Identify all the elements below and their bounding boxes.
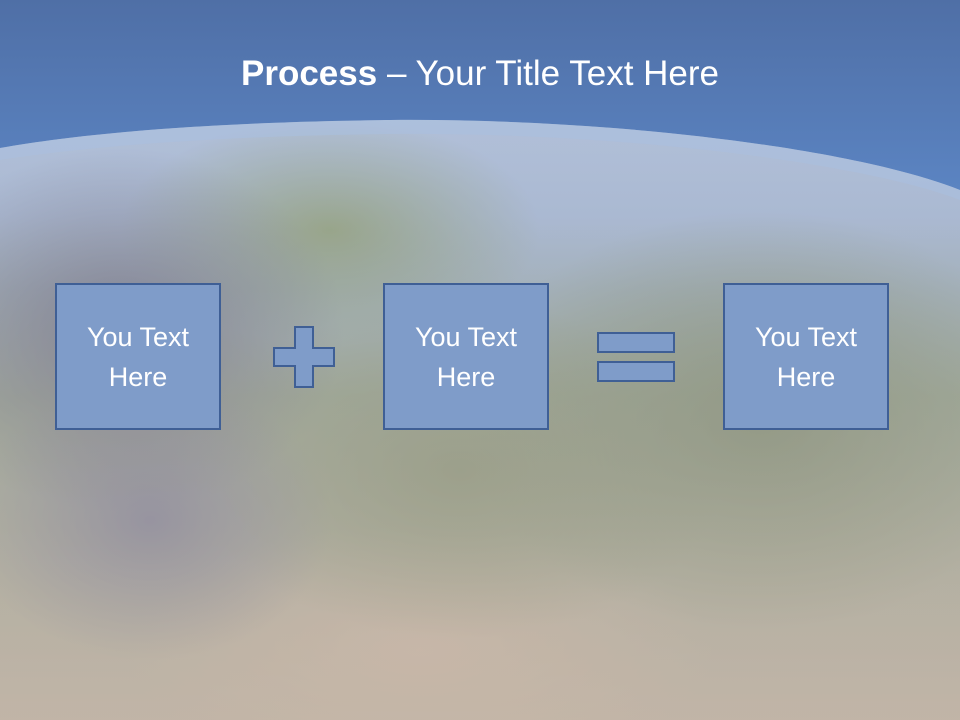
equals-icon: [597, 332, 675, 382]
title-bold: Process: [241, 54, 378, 93]
process-box-1[interactable]: You Text Here: [55, 283, 221, 430]
process-box-label: You Text Here: [86, 321, 190, 392]
slide-title: Process – Your Title Text Here: [0, 50, 960, 98]
header-band: [0, 0, 960, 200]
process-box-2[interactable]: You Text Here: [383, 283, 549, 430]
process-box-3[interactable]: You Text Here: [723, 283, 889, 430]
title-rest: – Your Title Text Here: [377, 54, 719, 93]
process-box-label: You Text Here: [754, 321, 858, 392]
process-box-label: You Text Here: [414, 321, 518, 392]
plus-icon: [273, 326, 335, 388]
